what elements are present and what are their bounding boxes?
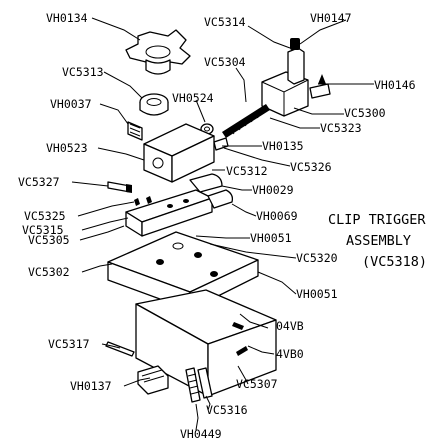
label-vh0135: VH0135 (262, 139, 304, 153)
small-screws (134, 196, 152, 206)
trigger-part (137, 365, 169, 395)
label-vc5307: VC5307 (236, 377, 278, 391)
label-vc5304: VC5304 (204, 55, 246, 69)
pin-part (107, 181, 132, 193)
lower-pin (105, 341, 135, 357)
label-vc5313: VC5313 (62, 65, 104, 79)
label-vh0449: VH0449 (180, 427, 222, 441)
parts-drawing (105, 29, 331, 403)
leader-lines (71, 17, 374, 431)
bottom-stems (185, 367, 213, 403)
threaded-stem (222, 104, 270, 138)
elbow-fittings (189, 173, 234, 209)
assembly-title: CLIP TRIGGER ASSEMBLY (VC5318) (328, 212, 427, 270)
label-04vb: 04VB (276, 319, 304, 333)
middle-block (143, 123, 229, 183)
label-vh0051-upper: VH0051 (250, 231, 292, 245)
label-vc5316: VC5316 (206, 403, 248, 417)
assembly-code: (VC5318) (362, 254, 427, 270)
label-vh0029: VH0029 (252, 183, 294, 197)
star-knob (125, 29, 191, 75)
label-vh0137: VH0137 (70, 379, 112, 393)
label-vc5302: VC5302 (28, 265, 70, 279)
label-vh0037: VH0037 (50, 97, 92, 111)
label-vc5326: VC5326 (290, 160, 332, 174)
label-vh0146: VH0146 (374, 78, 416, 92)
label-vh0524: VH0524 (172, 91, 214, 105)
ring-part (139, 93, 169, 116)
label-vc5312: VC5312 (226, 164, 268, 178)
label-vh0134: VH0134 (46, 11, 88, 25)
label-vc5315: VC5315 (22, 223, 64, 237)
label-vh0051-lower: VH0051 (296, 287, 338, 301)
label-vc5300: VC5300 (344, 106, 386, 120)
label-vh0523: VH0523 (46, 141, 88, 155)
label-vc5314: VC5314 (204, 15, 246, 29)
label-vc5323: VC5323 (320, 121, 362, 135)
label-vh0069: VH0069 (256, 209, 298, 223)
label-4vb0: 4VB0 (276, 347, 304, 361)
title-line-2: ASSEMBLY (346, 233, 411, 249)
label-vc5320: VC5320 (296, 251, 338, 265)
label-vh0147: VH0147 (310, 11, 352, 25)
trigger-plate (125, 189, 213, 237)
label-vc5327: VC5327 (18, 175, 60, 189)
part-labels: VH0134 VC5314 VH0147 VC5313 VC5304 VH014… (18, 11, 416, 441)
label-vc5305: VC5305 (28, 233, 70, 247)
valve-body-top (261, 38, 331, 117)
fitting-part (127, 121, 143, 141)
label-vc5325: VC5325 (24, 209, 66, 223)
title-line-1: CLIP TRIGGER (328, 212, 426, 228)
label-vc5317: VC5317 (48, 337, 90, 351)
